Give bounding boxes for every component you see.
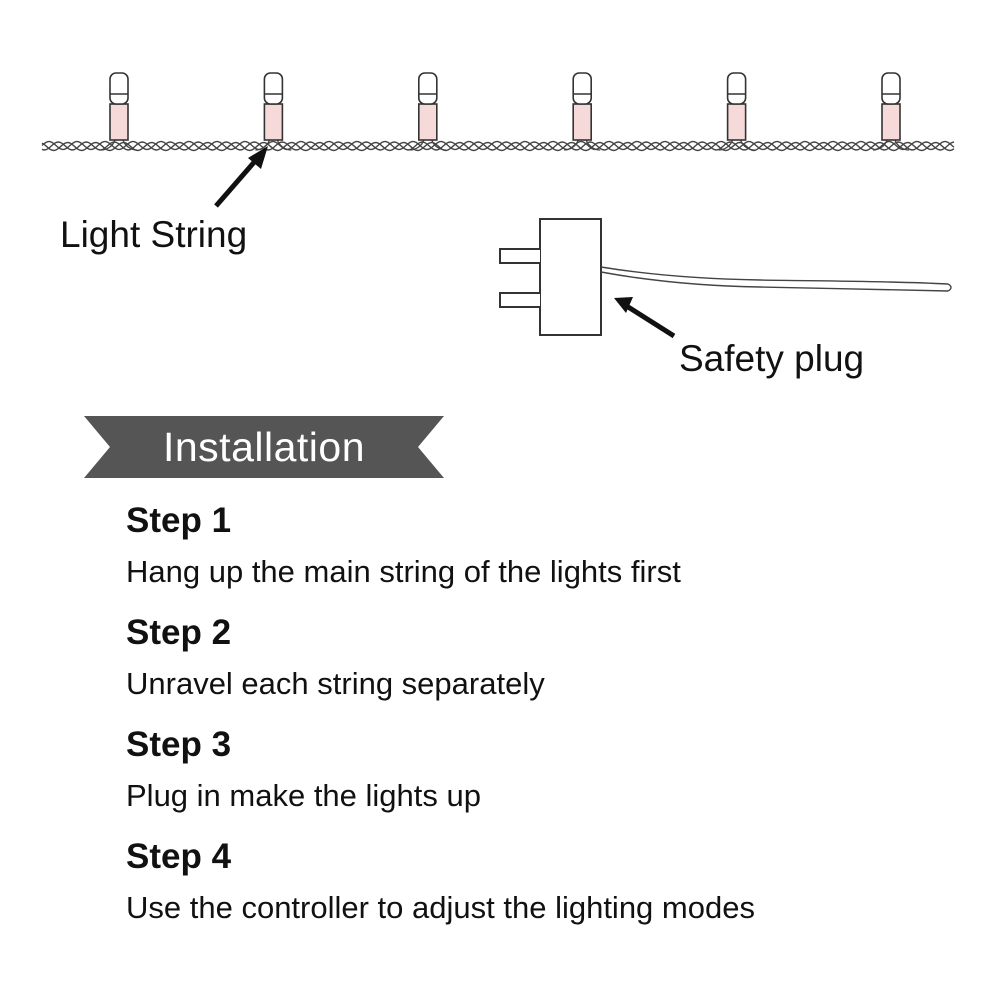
bulb: [409, 72, 446, 151]
step-title: Step 1: [126, 501, 232, 540]
bulb-base: [881, 103, 901, 141]
bulb-lead-right: [122, 139, 138, 151]
bulb-lead-right: [739, 139, 755, 151]
step-text: Hang up the main string of the lights fi…: [126, 554, 681, 589]
step-text: Plug in make the lights up: [126, 778, 481, 813]
bulb-cap: [109, 72, 129, 105]
banner-ribbon-shape: [84, 416, 444, 478]
bulb-lead-right: [276, 139, 292, 151]
bulb-cap: [726, 72, 747, 105]
bulbs-group: [100, 72, 910, 151]
step-2: Step 2 Unravel each string separately: [126, 610, 986, 722]
bulb-lead-left: [255, 139, 271, 151]
installation-title: Installation: [162, 424, 365, 470]
bulb-lead-left: [564, 139, 579, 151]
bulb-lead-right: [585, 139, 601, 151]
safety-plug-cord: [600, 266, 952, 292]
bulb-cap: [572, 72, 593, 105]
installation-banner: Installation: [84, 414, 444, 480]
step-title: Step 4: [126, 837, 232, 876]
twisted-wire: [41, 140, 955, 152]
bulb-lead-right: [431, 139, 446, 151]
step-4: Step 4 Use the controller to adjust the …: [126, 834, 986, 946]
safety-plug-body: [539, 218, 602, 336]
safety-plug-arrow: [623, 302, 676, 339]
wire-strand-b: [41, 141, 955, 152]
safety-plug-label: Safety plug: [679, 338, 865, 379]
step-text: Unravel each string separately: [126, 666, 545, 701]
step-title: Step 2: [126, 613, 232, 652]
step-text: Use the controller to adjust the lightin…: [126, 890, 755, 925]
bulb: [100, 72, 138, 151]
light-string-arrowhead: [248, 146, 268, 169]
bulb-cap: [417, 72, 438, 105]
bulb-base: [109, 103, 129, 141]
bulb-base: [726, 103, 747, 141]
bulb: [872, 72, 910, 151]
bulb-cap: [881, 72, 901, 105]
bulb: [718, 72, 755, 151]
bulb-base: [417, 103, 438, 141]
safety-plug-prong-top: [499, 248, 540, 264]
light-string-label: Light String: [60, 214, 248, 255]
safety-plug: [499, 218, 602, 336]
bulb-lead-left: [718, 139, 734, 151]
installation-steps: Step 1 Hang up the main string of the li…: [126, 498, 986, 946]
bulb-base: [572, 103, 593, 141]
step-1: Step 1 Hang up the main string of the li…: [126, 498, 986, 610]
safety-plug-arrowhead: [614, 297, 633, 313]
bulb: [564, 72, 601, 151]
bulb-cap: [263, 72, 284, 105]
step-3: Step 3 Plug in make the lights up: [126, 722, 986, 834]
wire-strand-c: [41, 141, 955, 151]
light-string-diagram: [41, 72, 955, 339]
bulb-lead-left: [100, 139, 116, 151]
bulb-lead-left: [409, 139, 425, 151]
bulb-base: [263, 103, 284, 141]
bulb-lead-left: [872, 139, 888, 151]
bulb-lead-right: [894, 139, 910, 151]
safety-plug-prong-bottom: [499, 292, 540, 308]
step-title: Step 3: [126, 725, 232, 764]
bulb: [255, 72, 292, 151]
